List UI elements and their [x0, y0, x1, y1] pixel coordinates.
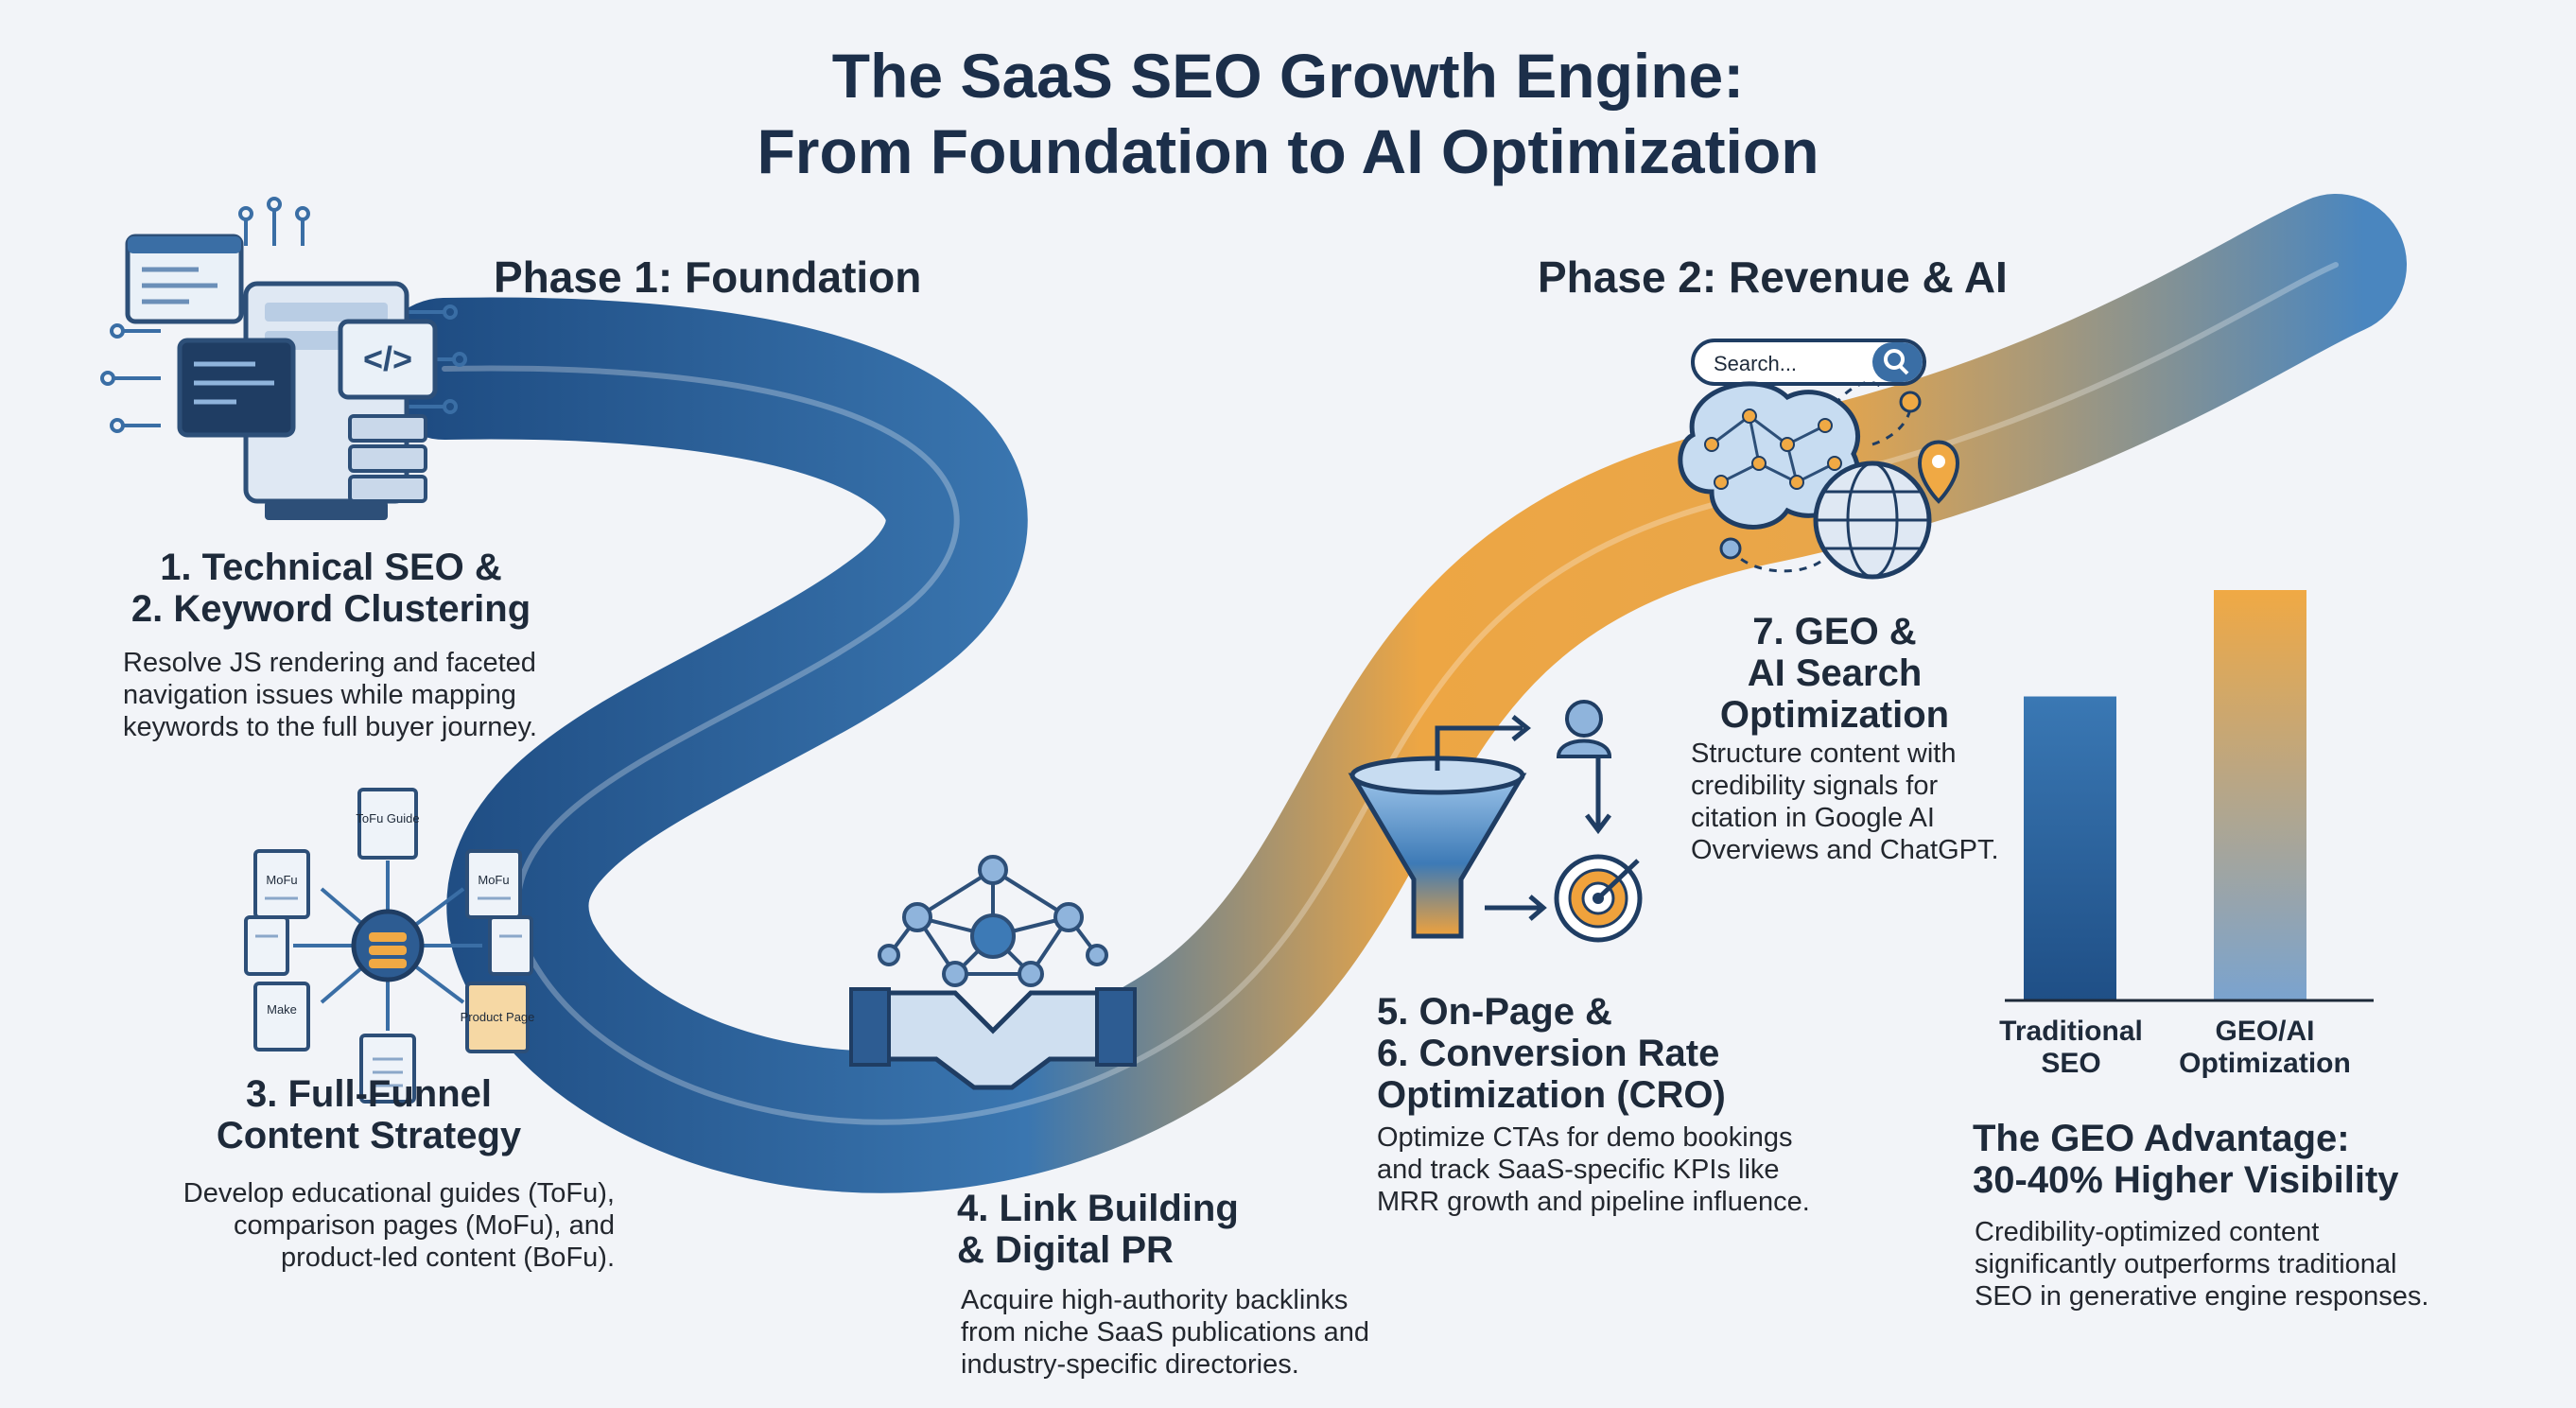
geo-advantage-description-line-2: significantly outperforms traditional [1975, 1249, 2397, 1279]
step-1-2-description: Resolve JS rendering and faceted navigat… [123, 647, 596, 743]
step-3-heading-line-1: 3. Full-Funnel [246, 1073, 492, 1115]
bar-label-traditional-seo-line-1: Traditional [1999, 1016, 2143, 1047]
step-1-2-heading-line-1: 1. Technical SEO & [160, 547, 502, 588]
step-4-description-line-2: from niche SaaS publications and [961, 1317, 1370, 1347]
page-title-line-2: From Foundation to AI Optimization [757, 116, 1819, 186]
doc-label-mofu-right: MoFu [478, 873, 509, 887]
step-4-heading-line-2: & Digital PR [957, 1229, 1174, 1271]
step-5-6-heading-line-2: 6. Conversion Rate [1377, 1033, 1720, 1074]
phase-1-heading: Phase 1: Foundation [494, 252, 922, 302]
geo-comparison-chart [2005, 590, 2374, 1002]
step-3-heading: 3. Full-Funnel Content Strategy [170, 1073, 567, 1156]
step-7-description: Structure content with credibility signa… [1691, 738, 2050, 866]
step-1-2-description-line-1: Resolve JS rendering and faceted [123, 648, 536, 678]
search-bar[interactable]: Search... [1691, 339, 1926, 386]
step-3-description-line-3: product-led content (BoFu). [280, 1243, 615, 1273]
step-7-heading-line-2: AI Search [1747, 652, 1923, 694]
step-5-6-heading-line-3: Optimization (CRO) [1377, 1074, 1726, 1116]
step-3-description-line-1: Develop educational guides (ToFu), [183, 1178, 615, 1208]
step-1-2-heading-line-2: 2. Keyword Clustering [131, 588, 531, 630]
step-7-description-line-3: citation in Google AI [1691, 803, 1935, 833]
doc-label-make: Make [267, 1002, 297, 1017]
step-3-heading-line-2: Content Strategy [216, 1115, 522, 1156]
geo-advantage-description: Credibility-optimized content significan… [1975, 1216, 2542, 1312]
step-7-description-line-2: credibility signals for [1691, 771, 1939, 801]
content-hub-icon: ToFu Guide MoFu MoFu Make Product Page [244, 788, 535, 1104]
step-1-2-heading: 1. Technical SEO & 2. Keyword Clustering [85, 547, 577, 630]
step-3-description-line-2: comparison pages (MoFu), and [234, 1210, 615, 1241]
bar-label-traditional-seo-line-2: SEO [2041, 1048, 2101, 1079]
step-7-heading-line-3: Optimization [1719, 694, 1950, 736]
geo-advantage-heading-line-2: 30-40% Higher Visibility [1973, 1159, 2399, 1201]
svg-text:</>: </> [363, 339, 412, 378]
step-5-6-heading: 5. On-Page & 6. Conversion Rate Optimiza… [1377, 991, 1869, 1116]
step-3-description: Develop educational guides (ToFu), compa… [123, 1177, 615, 1274]
step-5-6-description-line-1: Optimize CTAs for demo bookings [1377, 1122, 1793, 1153]
step-4-description-line-3: industry-specific directories. [961, 1349, 1299, 1380]
step-7-description-line-4: Overviews and ChatGPT. [1691, 835, 1999, 865]
page-title: The SaaS SEO Growth Engine: From Foundat… [0, 38, 2576, 189]
doc-label-tofu: ToFu Guide [356, 811, 419, 826]
geo-advantage-description-line-3: SEO in generative engine responses. [1975, 1281, 2429, 1312]
step-4-description: Acquire high-authority backlinks from ni… [961, 1284, 1453, 1381]
handshake-network-icon [849, 855, 1137, 1090]
search-bar-placeholder: Search... [1714, 352, 1797, 375]
doc-label-mofu-left: MoFu [266, 873, 297, 887]
step-4-heading-line-1: 4. Link Building [957, 1188, 1239, 1229]
bar-label-geo-ai: GEO/AI Optimization [2166, 1016, 2364, 1080]
step-4-heading: 4. Link Building & Digital PR [957, 1188, 1354, 1271]
step-5-6-heading-line-1: 5. On-Page & [1377, 991, 1612, 1033]
page-title-line-1: The SaaS SEO Growth Engine: [831, 41, 1745, 111]
server-code-icon: </> [100, 197, 467, 520]
step-5-6-description-line-3: MRR growth and pipeline influence. [1377, 1187, 1810, 1217]
bar-traditional-seo [2024, 696, 2116, 1000]
step-1-2-description-line-3: keywords to the full buyer journey. [123, 712, 537, 742]
step-4-description-line-1: Acquire high-authority backlinks [961, 1285, 1349, 1315]
bar-label-traditional-seo: Traditional SEO [1976, 1016, 2166, 1080]
magnifier-icon [1884, 349, 1909, 375]
step-7-heading: 7. GEO & AI Search Optimization [1664, 611, 2005, 736]
bar-label-geo-ai-line-1: GEO/AI [2215, 1016, 2315, 1047]
geo-advantage-heading-line-1: The GEO Advantage: [1973, 1118, 2350, 1159]
step-7-description-line-1: Structure content with [1691, 739, 1957, 769]
funnel-conversion-icon [1348, 700, 1643, 943]
step-5-6-description-line-2: and track SaaS-specific KPIs like [1377, 1155, 1780, 1185]
geo-advantage-heading: The GEO Advantage: 30-40% Higher Visibil… [1973, 1118, 2540, 1201]
phase-2-heading: Phase 2: Revenue & AI [1538, 252, 2008, 302]
bar-geo-ai-optimization [2214, 590, 2306, 1000]
ai-brain-globe-icon [1678, 381, 1960, 580]
step-1-2-description-line-2: navigation issues while mapping [123, 680, 516, 710]
step-5-6-description: Optimize CTAs for demo bookings and trac… [1377, 1121, 1869, 1218]
doc-label-product-page: Product Page [461, 1010, 535, 1024]
geo-advantage-description-line-1: Credibility-optimized content [1975, 1217, 2320, 1247]
step-7-heading-line-1: 7. GEO & [1752, 611, 1917, 652]
bar-label-geo-ai-line-2: Optimization [2179, 1048, 2351, 1079]
